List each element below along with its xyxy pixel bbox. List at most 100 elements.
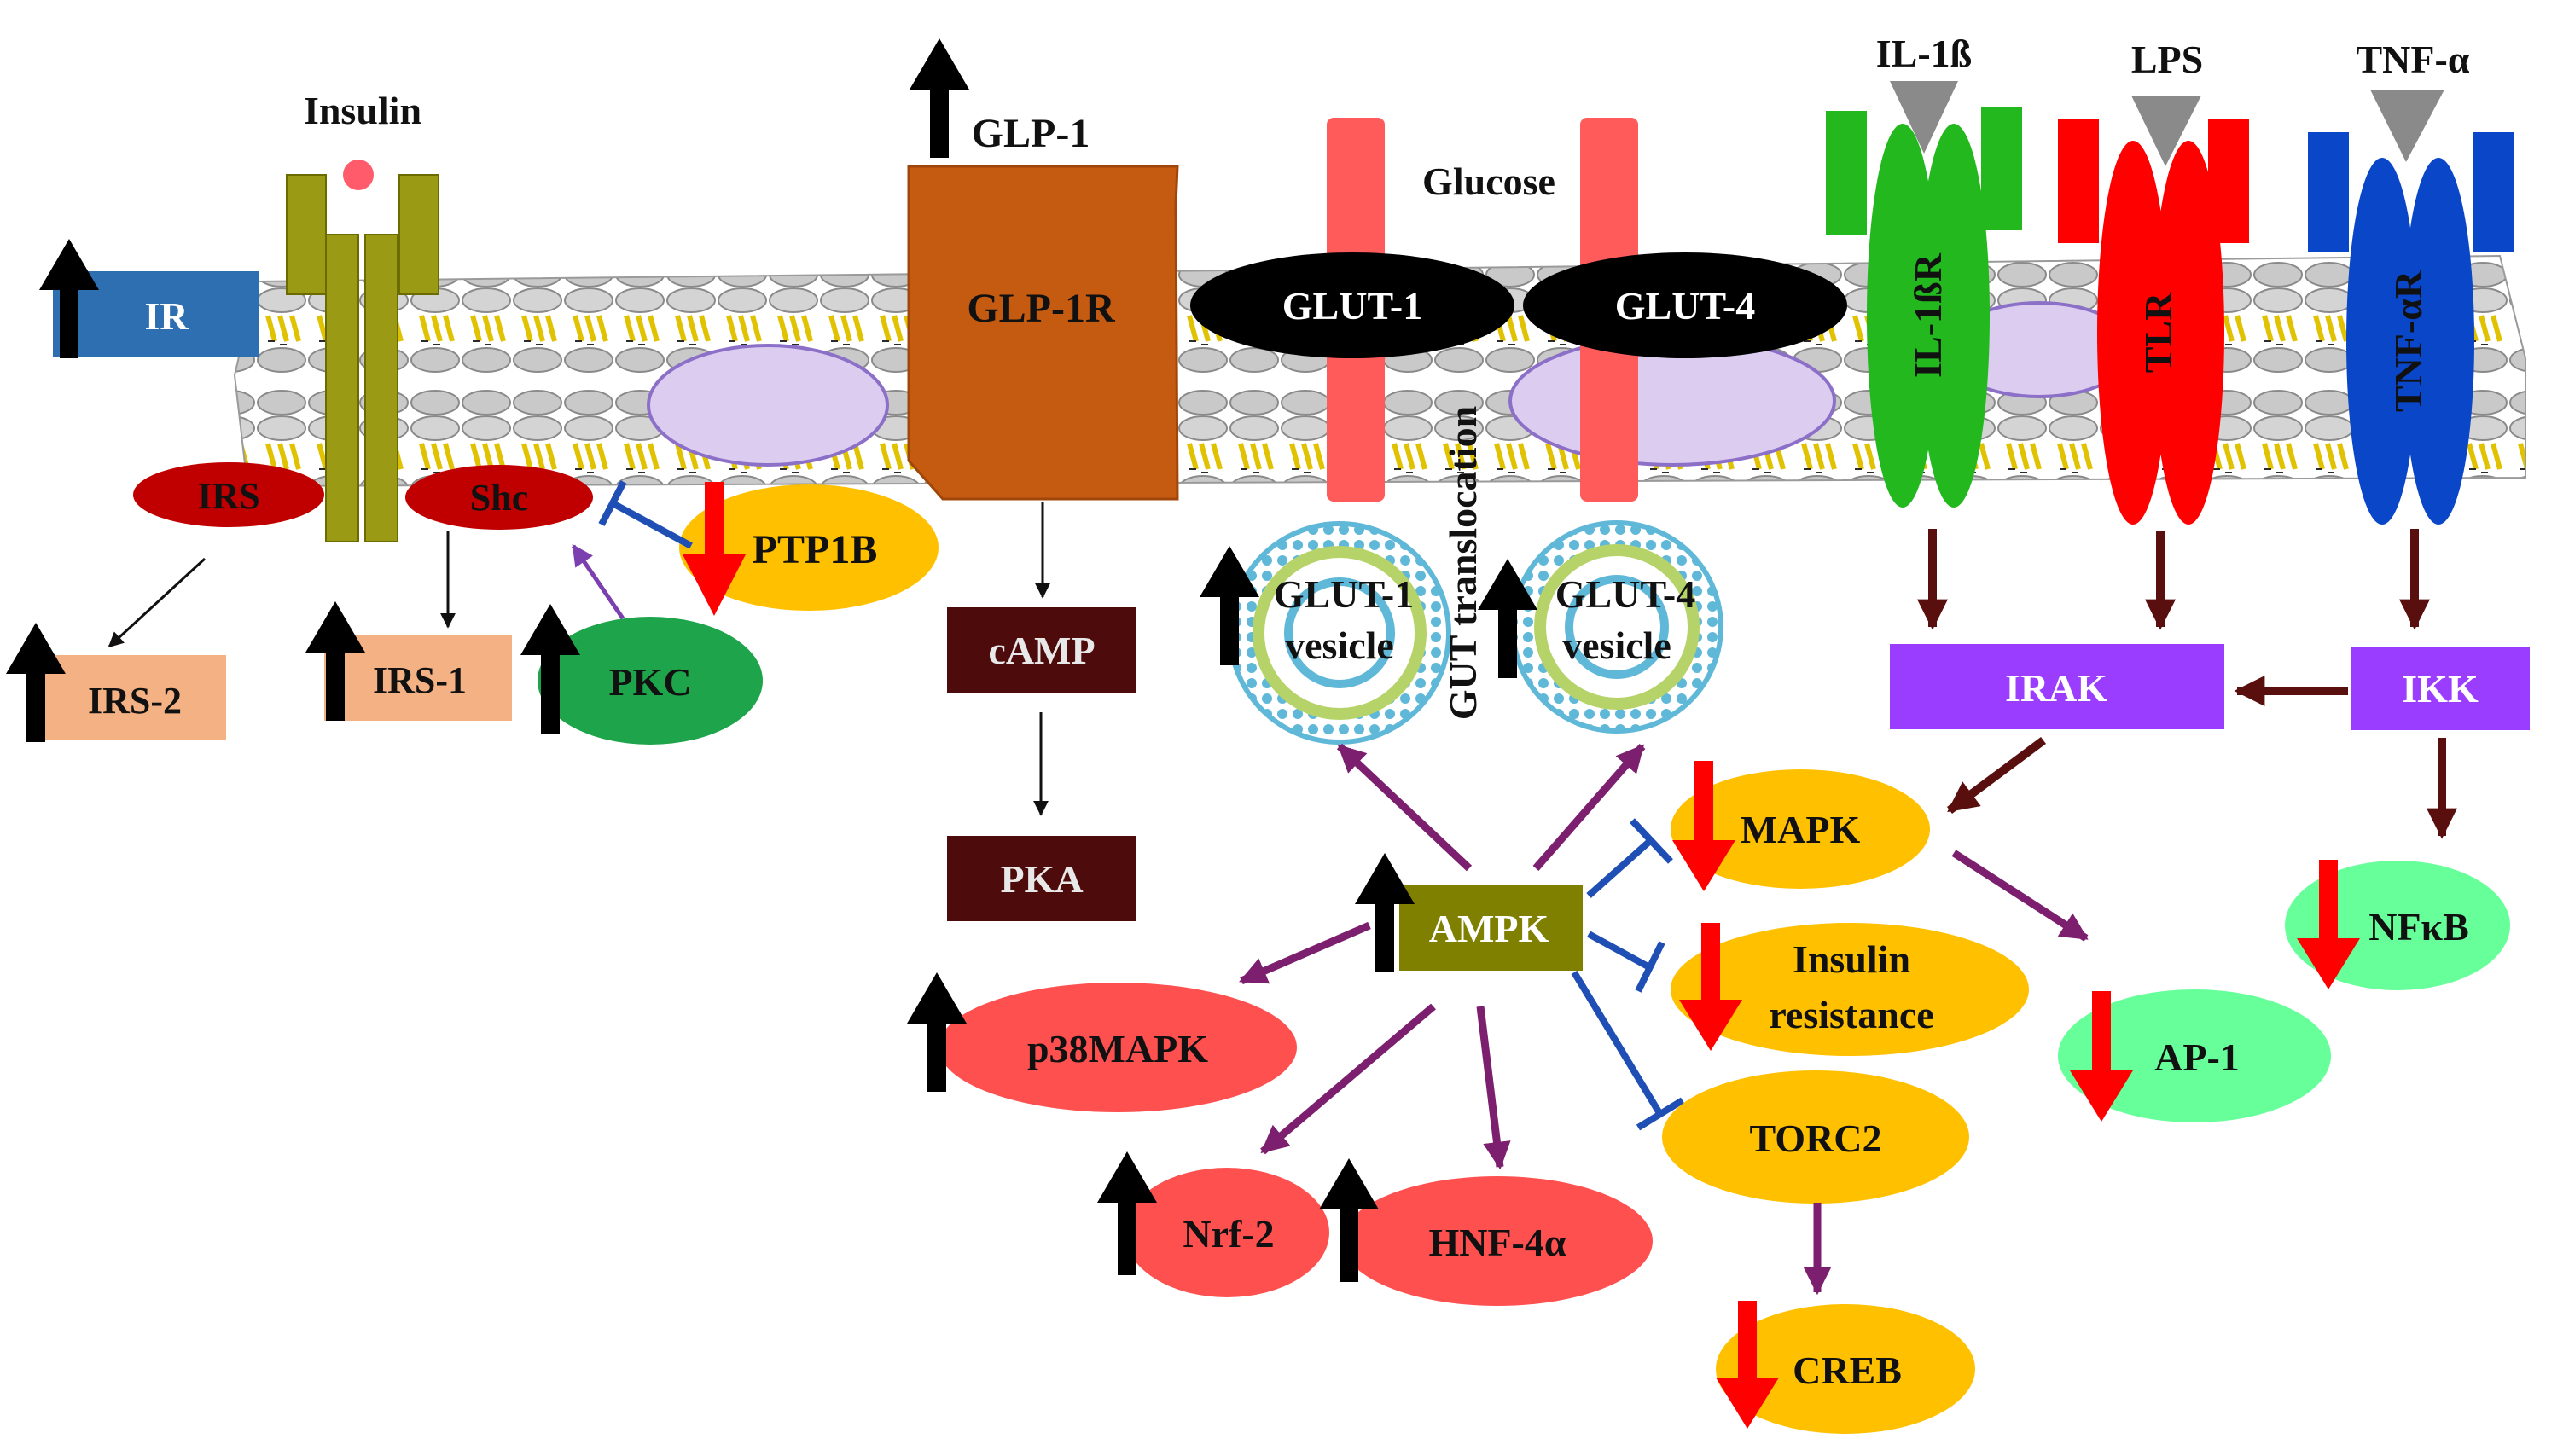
glp1-label: GLP-1	[972, 111, 1090, 156]
arrow-ampk-p38mapk	[1239, 921, 1371, 985]
mapk-label: MAPK	[1741, 808, 1861, 851]
down-arrow-icon	[1716, 1301, 1779, 1429]
irak-label: IRAK	[2005, 666, 2107, 710]
up-arrow-icon	[520, 604, 580, 734]
ap1-label: AP-1	[2154, 1035, 2240, 1079]
creb-label: CREB	[1793, 1349, 1902, 1392]
glucose-label: Glucose	[1422, 160, 1555, 203]
up-arrow-icon	[910, 38, 969, 158]
tlr-subunit	[2097, 141, 2169, 525]
insulin-receptor	[286, 174, 439, 542]
insulin-label: Insulin	[304, 89, 421, 132]
inhibition-ptp1b-shc	[598, 480, 693, 549]
pka-box	[947, 836, 1136, 921]
tnfar-subunit	[2346, 158, 2418, 525]
irak-box	[1890, 644, 2224, 729]
inhibition-ampk-torc2	[1571, 970, 1685, 1131]
glp1r-label: GLP-1R	[967, 286, 1116, 331]
glut1-label: GLUT-1	[1282, 284, 1422, 328]
glut1-vesicle-label-2: vesicle	[1285, 624, 1394, 667]
glut1-vesicle-label-1: GLUT-1	[1274, 572, 1414, 616]
il1b-ligand-icon	[1890, 81, 1958, 154]
glut4-vesicle-label-1: GLUT-4	[1555, 572, 1695, 616]
il1br-subunit	[1918, 124, 1990, 508]
up-arrow-icon	[6, 623, 66, 742]
arrow-irak-mapk	[1947, 736, 2046, 815]
il1br-subunit	[1867, 124, 1938, 508]
up-arrow-icon	[1097, 1151, 1157, 1275]
tlr-arm	[2058, 119, 2099, 243]
irs2-box	[38, 655, 226, 740]
shc-label: Shc	[470, 477, 528, 519]
down-arrow-icon	[1679, 923, 1742, 1051]
shc-oval	[405, 465, 593, 530]
glut4-vesicle	[1510, 520, 1723, 734]
tnfar-arm	[2473, 132, 2514, 252]
tlr-subunit	[2153, 141, 2224, 525]
il1br-arm	[1981, 107, 2022, 230]
up-arrow-icon	[39, 239, 99, 358]
nrf2-oval	[1125, 1168, 1329, 1297]
ikk-box	[2351, 647, 2530, 730]
ptp1b-oval	[679, 484, 939, 611]
arrow-mapk-ap1	[1951, 850, 2089, 942]
ampk-label: AMPK	[1429, 907, 1549, 950]
arrow-pkc-shc	[571, 543, 625, 620]
ir-label: IR	[144, 294, 189, 338]
up-arrow-icon	[1319, 1158, 1379, 1282]
glut4-oval	[1523, 252, 1847, 358]
arrow-ampk-glut4-vesicle	[1532, 744, 1646, 871]
arrow-irs-irs2	[108, 557, 206, 648]
down-arrow-icon	[2070, 991, 2133, 1122]
translocation-label: GUT translocation	[1441, 406, 1485, 720]
irs-label: IRS	[197, 475, 259, 517]
ampk-box	[1399, 885, 1583, 971]
tnfar-arm	[2308, 132, 2349, 252]
camp-box	[947, 607, 1136, 693]
tnfar-label: TNF-αR	[2386, 270, 2430, 412]
down-arrow-icon	[683, 482, 746, 616]
up-arrow-icon	[305, 601, 365, 721]
insulin-resistance-label-2: resistance	[1769, 993, 1933, 1036]
pka-label: PKA	[1000, 857, 1083, 901]
pkc-oval	[538, 617, 763, 745]
up-arrow-icon	[907, 972, 967, 1092]
irs2-label: IRS-2	[88, 680, 182, 722]
irs1-label: IRS-1	[373, 659, 467, 701]
glut4-vesicle-label-2: vesicle	[1562, 624, 1671, 667]
nrf2-label: Nrf-2	[1183, 1212, 1274, 1256]
il1br-label: IL-1ßR	[1906, 252, 1950, 377]
glut1-vesicle	[1228, 521, 1451, 745]
up-arrow-icon	[1355, 853, 1415, 972]
down-arrow-icon	[2297, 860, 2360, 989]
lipid-raft	[647, 344, 889, 467]
torc2-label: TORC2	[1749, 1117, 1881, 1160]
insulin-molecule	[343, 160, 374, 190]
camp-label: cAMP	[988, 629, 1095, 672]
nfkb-label: NFκB	[2368, 905, 2469, 948]
up-arrow-icon	[1478, 559, 1537, 678]
ap1-oval	[2058, 989, 2331, 1122]
pkc-label: PKC	[608, 660, 691, 704]
arrow-ampk-glut1-vesicle	[1336, 743, 1473, 872]
tnfar-subunit	[2403, 158, 2474, 525]
creb-oval	[1716, 1304, 1975, 1434]
p38mapk-oval	[939, 983, 1297, 1112]
glp1r-receptor	[907, 165, 1179, 501]
torc2-oval	[1662, 1070, 1969, 1204]
tlr-label: TLR	[2136, 292, 2180, 373]
insulin-resistance-oval	[1671, 923, 2029, 1056]
hnf4a-oval	[1342, 1176, 1653, 1306]
inhibition-ampk-insulin-resistance	[1587, 931, 1665, 993]
irs-oval	[133, 462, 324, 527]
glut4-label: GLUT-4	[1615, 284, 1755, 328]
insulin-resistance-label-1: Insulin	[1793, 937, 1910, 981]
p38mapk-label: p38MAPK	[1027, 1027, 1208, 1070]
il1br-arm	[1826, 111, 1867, 235]
up-arrow-icon	[1200, 546, 1259, 665]
glut1-oval	[1190, 252, 1514, 358]
tnfa-ligand-icon	[2370, 90, 2444, 162]
mapk-oval	[1671, 769, 1930, 889]
arrow-ampk-hnf4a	[1476, 1006, 1511, 1170]
